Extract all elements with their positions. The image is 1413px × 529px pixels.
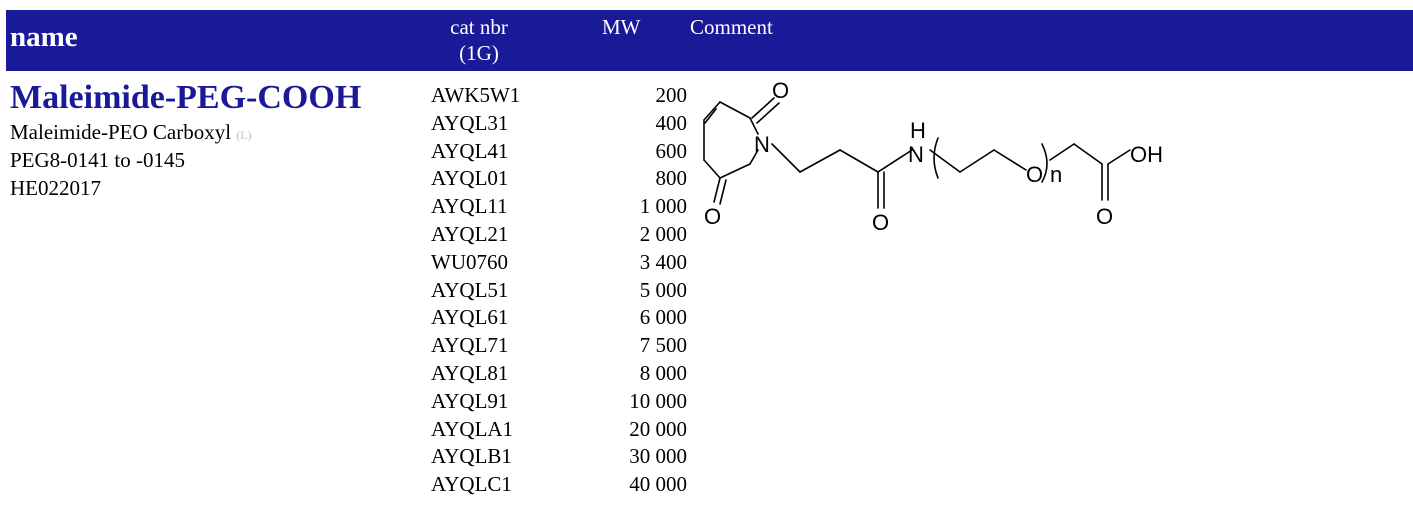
cat-nbr-cell: AYQL11 (431, 194, 508, 219)
bond-ch2-carbonyl (839, 149, 879, 173)
cat-nbr-cell: AYQL01 (431, 166, 509, 191)
mw-cell: 6 000 (639, 305, 687, 330)
cat-nbr-cell: WU0760 (431, 249, 508, 274)
header-cat-nbr-line1: cat nbr (450, 15, 508, 39)
mw-cell: 600 (655, 138, 688, 163)
mw-cell: 30 000 (629, 444, 687, 469)
cat-nbr-cell: AYQL91 (431, 388, 509, 413)
table-row: AYQL81 8 000 (431, 360, 687, 388)
mw-cell: 3 400 (639, 249, 687, 274)
cat-nbr-cell: AYQLA1 (431, 416, 514, 441)
header-mw: MW (602, 15, 641, 39)
carbonyl-bottom-1 (713, 177, 721, 203)
table-row: AYQL51 5 000 (431, 277, 687, 305)
header-cat-nbr: cat nbr (1G) (430, 14, 528, 66)
product-badge: (L) (236, 128, 252, 142)
mw-cell: 8 000 (639, 360, 687, 385)
bond-nh-ch2 (929, 149, 961, 173)
mw-cell: 1 000 (639, 194, 687, 219)
ring-double-bond-inner (704, 108, 717, 124)
bond-ring-n-top (749, 117, 759, 135)
cat-nbr-cell: AYQL81 (431, 360, 509, 385)
table-row: AYQLC1 40 000 (431, 471, 687, 499)
header-comment: Comment (690, 15, 773, 39)
table-row: AYQL21 2 000 (431, 221, 687, 249)
atom-o-amide: O (872, 210, 889, 235)
ring-bond-bottom-left (703, 159, 721, 179)
table-header: name cat nbr (1G) MW Comment (6, 10, 1413, 71)
bond-ch2-o (993, 149, 1027, 171)
cat-nbr-cell: AYQL21 (431, 221, 509, 246)
table-row: AYQL11 1 000 (431, 193, 687, 221)
table-row: AYQLA1 20 000 (431, 416, 687, 444)
table-row: WU0760 3 400 (431, 249, 687, 277)
bond-peg-ch2 (959, 149, 995, 173)
table-row: AYQL31 400 (431, 110, 687, 138)
mw-cell: 800 (655, 166, 688, 191)
carbonyl-top-2 (756, 102, 780, 124)
product-alias-line: Maleimide-PEO Carboxyl (L) (10, 118, 252, 149)
atom-o-ether: O (1026, 162, 1043, 187)
table-row: AYQL41 600 (431, 138, 687, 166)
cat-nbr-cell: AYQL41 (431, 138, 509, 163)
atom-oh: OH (1130, 142, 1163, 167)
table-row: AYQL91 10 000 (431, 388, 687, 416)
atom-n-amide: N (908, 142, 924, 167)
bond-ch2-acid (1073, 143, 1103, 165)
cat-nbr-cell: AYQLB1 (431, 444, 512, 469)
mw-cell: 7 500 (639, 333, 687, 358)
cat-nbr-cell: AYQL61 (431, 305, 509, 330)
repeat-bracket-right (1041, 143, 1048, 183)
repeat-bracket-left (933, 137, 939, 179)
cat-nbr-cell: AYQLC1 (431, 472, 512, 497)
header-cat-nbr-line2: (1G) (459, 41, 499, 65)
repeat-subscript: n (1050, 162, 1062, 187)
cat-nbr-cell: AYQL71 (431, 333, 509, 358)
product-alias: Maleimide-PEO Carboxyl (10, 120, 232, 144)
cat-nbr-cell: AYQL31 (431, 110, 509, 135)
product-range: PEG8-0141 to -0145 (10, 148, 185, 172)
header-name: name (10, 21, 78, 53)
table-row: AWK5W1 200 (431, 82, 687, 110)
atom-n-ring-label: N (754, 132, 770, 157)
ring-bond-top-left (703, 101, 721, 121)
mw-cell: 10 000 (629, 388, 687, 413)
bond-o-ch2 (1049, 143, 1075, 161)
table-row: AYQL71 7 500 (431, 332, 687, 360)
carbonyl-bottom-2 (719, 179, 727, 205)
mw-cell: 5 000 (639, 277, 687, 302)
mw-cell: 200 (655, 83, 688, 107)
ring-bond-bottom-right (719, 163, 751, 179)
carbonyl-top-1 (751, 97, 775, 119)
table-row: AYQL61 6 000 (431, 304, 687, 332)
bond-ch2-ch2 (799, 149, 841, 173)
bond-carbonyl-nh (877, 149, 913, 173)
table-row: AYQL01 800 (431, 165, 687, 193)
bond-ring-n-bottom (749, 149, 759, 165)
cat-nbr-cell: AYQL51 (431, 277, 509, 302)
bond-acid-oh (1107, 149, 1131, 165)
atom-o-bottom: O (704, 204, 721, 229)
table-row: AYQLB1 30 000 (431, 443, 687, 471)
cat-nbr-cell: AWK5W1 (431, 83, 521, 107)
mw-cell: 2 000 (639, 221, 687, 246)
mw-cell: 20 000 (629, 416, 687, 441)
bond-n-ch2 (771, 143, 801, 173)
atom-o-top: O (772, 78, 789, 103)
atom-o-acid: O (1096, 204, 1113, 229)
product-title: Maleimide-PEG-COOH (10, 79, 362, 116)
mw-cell: 40 000 (629, 472, 687, 497)
ring-bond-top-right (719, 101, 751, 119)
product-code: HE022017 (10, 176, 101, 200)
mw-cell: 400 (655, 110, 688, 135)
atom-h: H (910, 118, 926, 143)
chemical-structure: O O O N O H N O n OH O (703, 78, 1163, 235)
